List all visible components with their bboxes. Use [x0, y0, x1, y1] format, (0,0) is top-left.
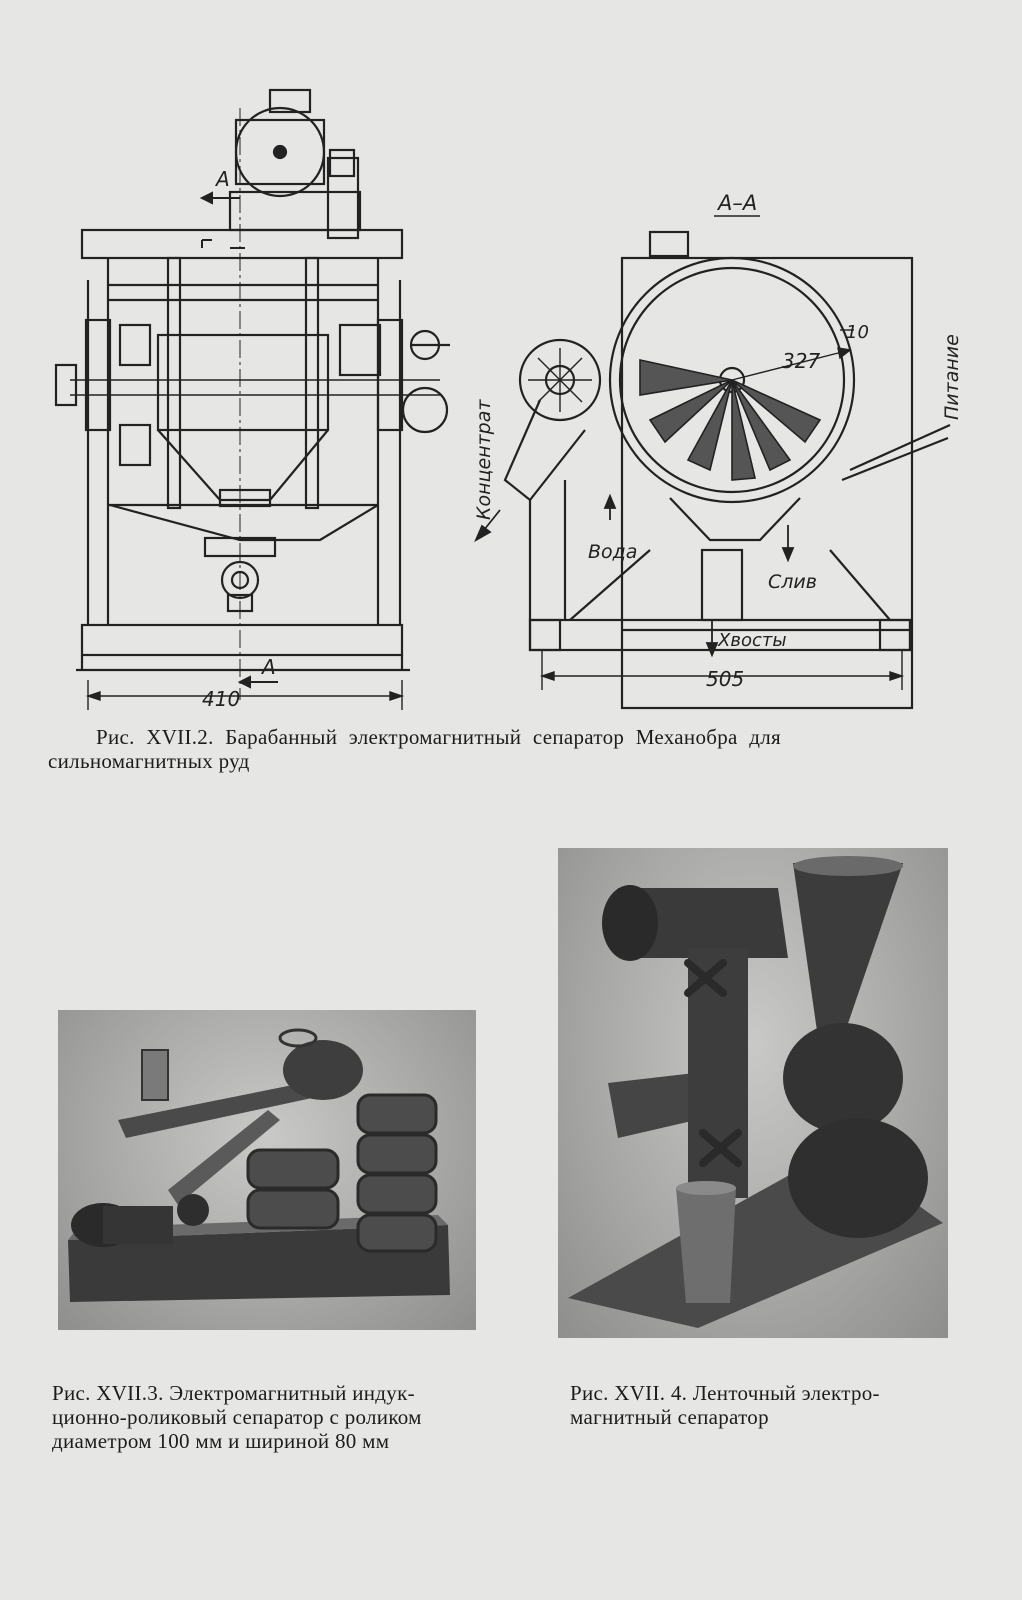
dimension-radius: 327: [782, 349, 820, 373]
section-mark-top: А: [214, 167, 230, 191]
section-title: А–А: [716, 191, 757, 215]
figure-2-caption-line-2: сильномагнитных руд: [48, 749, 250, 773]
label-water: Вода: [588, 541, 637, 563]
label-tails: Хвосты: [717, 630, 787, 651]
figure-3-caption-line-2: ционно-роликовый сепаратор с роликом: [52, 1405, 422, 1429]
figure-4-caption-line-2: магнитный сепаратор: [570, 1405, 769, 1429]
label-concentrate: Концентрат: [473, 399, 495, 520]
label-feed: Питание: [941, 334, 963, 420]
dimension-505: 505: [706, 667, 744, 691]
dimension-410: 410: [202, 687, 240, 711]
section-mark-bottom: А: [260, 655, 276, 679]
figure-3-caption-line-1: Рис. XVII.3. Электромагнитный индук-: [52, 1381, 415, 1405]
figure-2-section-drawing: А–А: [473, 191, 963, 710]
figure-2-caption-line-1: Рис. XVII.2. Барабанный электромагнитный…: [96, 725, 781, 749]
dimension-gap: 10: [846, 322, 869, 343]
figure-3-caption-line-3: диаметром 100 мм и шириной 80 мм: [52, 1429, 390, 1453]
label-overflow: Слив: [768, 571, 817, 593]
figure-4-caption-line-1: Рис. XVII. 4. Ленточный электро-: [570, 1381, 880, 1405]
figure-2-left-drawing: А А 410: [54, 88, 450, 711]
figure-4-photo: [558, 848, 948, 1338]
figure-3-photo: [58, 1010, 476, 1330]
